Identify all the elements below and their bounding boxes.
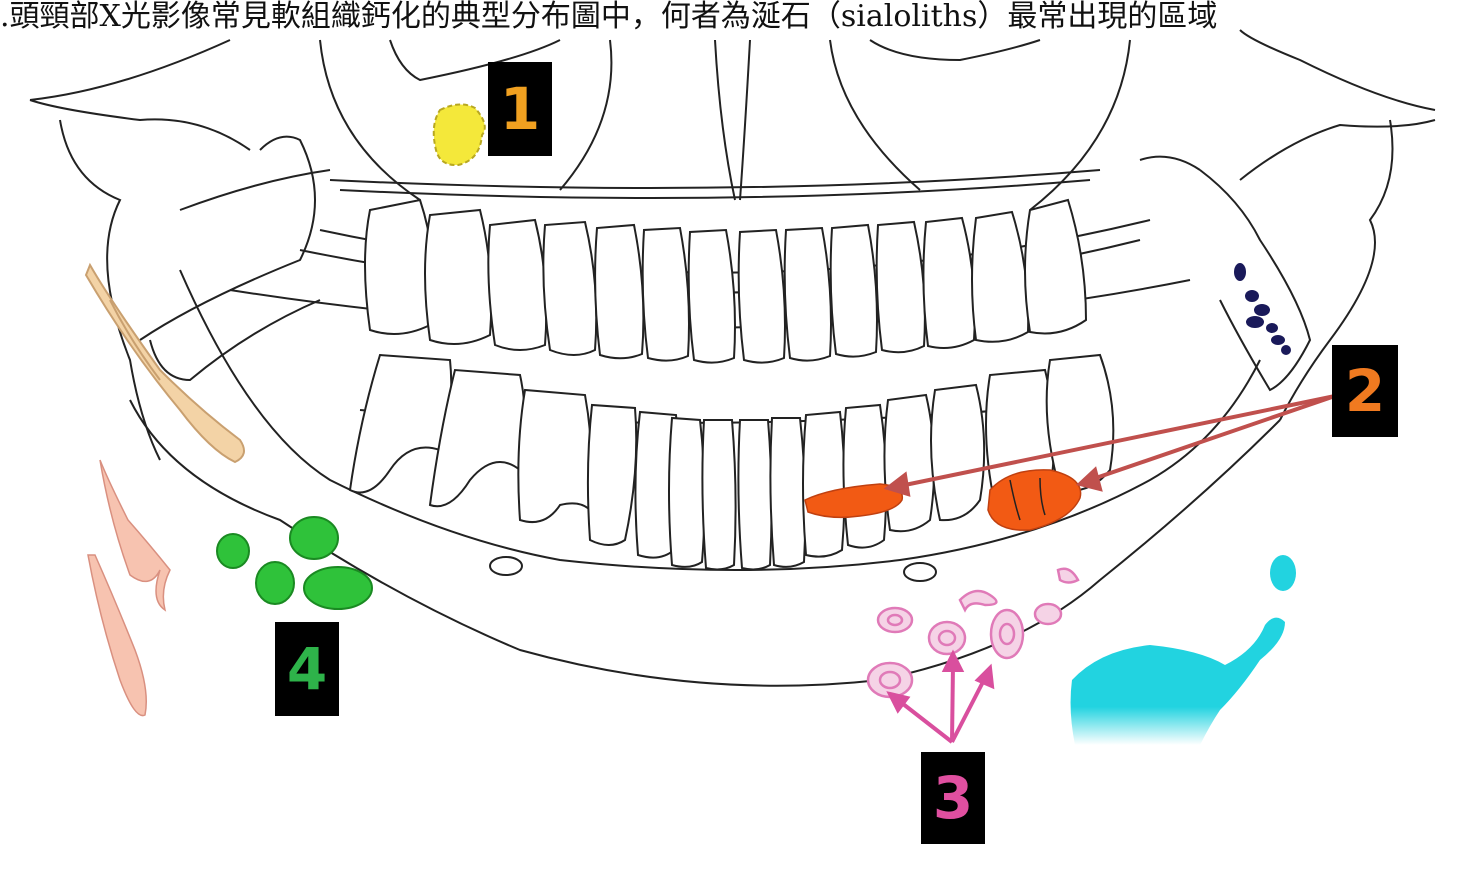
cyan-large-region [1070, 617, 1285, 745]
label-2-text: 2 [1344, 357, 1386, 425]
region-2-arrows [883, 394, 1336, 497]
label-3-box: 3 [921, 752, 985, 844]
cyan-small-blob [1270, 555, 1296, 591]
label-3-text: 3 [932, 764, 974, 832]
region-2-root-lines [1009, 477, 1046, 521]
green-node [289, 516, 339, 560]
green-node [216, 533, 250, 569]
region-3-arrows [886, 649, 995, 744]
region-1-yellow-shape [432, 103, 486, 167]
label-2-box: 2 [1332, 345, 1398, 437]
mental-foramen-left [489, 556, 523, 576]
mental-foramen-right [903, 562, 937, 582]
label-1-text: 1 [499, 75, 541, 143]
hyoid-streak-upper [99, 459, 171, 612]
green-node [303, 566, 373, 610]
region-2-orange-left [804, 483, 904, 519]
region-3-pink-rings [866, 567, 1080, 699]
green-node [255, 561, 295, 605]
label-1-box: 1 [488, 62, 552, 156]
region-4-green-nodes [216, 516, 373, 610]
question-caption: .頭頸部X光影像常見軟組織鈣化的典型分布圖中，何者為涎石（sialoliths）… [0, 0, 1218, 34]
label-4-text: 4 [286, 635, 328, 703]
navy-calcification-dots [1234, 263, 1291, 355]
styloid-shape [84, 262, 245, 464]
hyoid-streak-lower [87, 554, 147, 717]
lower-teeth [348, 353, 1115, 571]
styloid-inner-line [109, 299, 161, 381]
upper-teeth [364, 198, 1088, 364]
label-4-box: 4 [275, 622, 339, 716]
